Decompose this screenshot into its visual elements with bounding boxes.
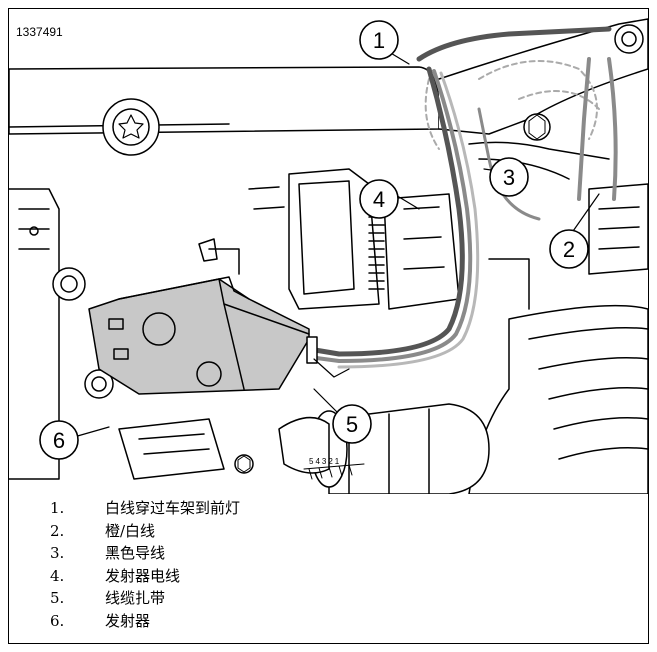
leader-5 [313,388,340,415]
wire-harness-main [306,66,465,357]
callout-1: 1 [373,28,385,53]
figure-id: 1337491 [16,25,63,39]
callout-circle-1 [359,20,399,60]
legend-item: 4. 发射器电线 [9,565,648,588]
legend-number: 2. [50,521,65,540]
bracket-hole-1 [29,226,39,236]
legend-item: 1. 白线穿过车架到前灯 [9,497,648,520]
callout-6: 6 [53,428,65,453]
legend-text: 发射器 [105,611,151,630]
illustration-area: 1 2 3 4 5 6 54321 1337491 [9,9,648,494]
legend-number: 4. [50,566,65,585]
legend-text: 白线穿过车架到前灯 [105,499,241,517]
legend-item: 6. 发射器 [9,610,648,633]
callout-circle-5 [332,404,372,444]
filter-bolt [278,416,330,474]
wire-orange-white [577,57,591,201]
transmitter-slot [108,318,124,330]
legend-item: 5. 线缆扎带 [9,587,648,610]
frame-bolt-inner [112,108,150,146]
legend-number: 5. [50,589,65,607]
frame-bolt-star [118,114,144,139]
figure-frame: 1 2 3 4 5 6 54321 1337491 1. 白线穿过车架到前灯 2… [8,8,649,644]
callout-circle-4 [359,179,399,219]
legend-text: 发射器电线 [105,566,181,585]
frame-rail-right [438,18,648,135]
legend-text: 线缆扎带 [105,589,166,607]
left-bracket [9,188,60,480]
leader-6 [73,426,110,438]
wire-black [416,26,612,62]
legend-text: 橙/白线 [105,521,156,540]
leader-2 [570,193,600,235]
hex-bolt [523,113,551,141]
transmitter-hole-2 [196,361,222,387]
routing-highlight [424,78,440,150]
legend-item: 3. 黑色导线 [9,542,648,565]
scale-numerals: 54321 [309,457,341,466]
callout-5: 5 [346,412,358,437]
callout-4: 4 [373,187,385,212]
module-box [288,168,380,310]
legend-number: 1. [50,499,65,517]
cable-tie [306,336,318,364]
callout-circle-6 [39,420,79,460]
callout-3: 3 [503,165,515,190]
transmitter-hole-1 [142,312,176,346]
legend-text: 黑色导线 [105,544,166,562]
legend-list: 1. 白线穿过车架到前灯 2. 橙/白线 3. 黑色导线 4. 发射器电线 5.… [9,497,648,632]
legend-number: 6. [50,611,65,630]
callout-2: 2 [563,237,575,262]
legend-item: 2. 橙/白线 [9,520,648,543]
callout-circle-2 [549,229,589,269]
engine-cylinder [468,304,648,494]
motorcycle-wiring-illustration: 1 2 3 4 5 6 54321 [9,18,648,494]
right-connector [588,183,648,275]
callout-circle-3 [489,157,529,197]
legend-number: 3. [50,544,65,562]
